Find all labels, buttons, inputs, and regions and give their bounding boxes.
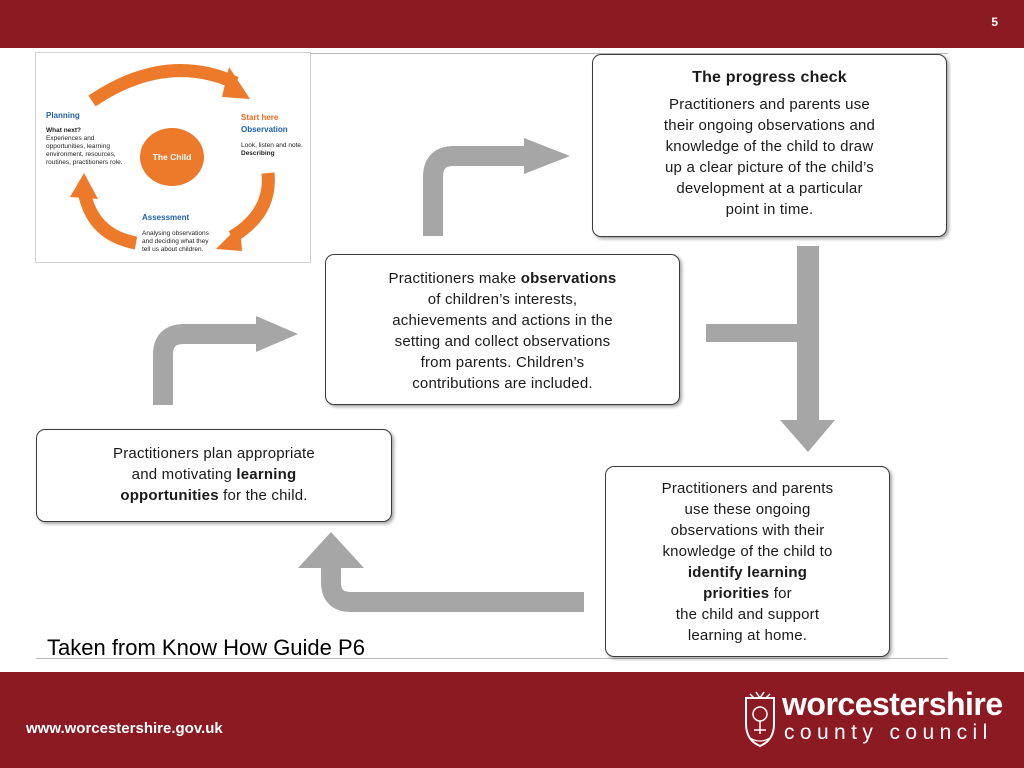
planning-line: Experiences and [46, 135, 95, 142]
source-caption: Taken from Know How Guide P6 [47, 635, 365, 660]
start-here-label: Start here [241, 113, 279, 122]
bottom-rule [36, 658, 948, 659]
plan-line3-suffix: for the child. [218, 487, 308, 504]
planning-line: routines, practitioners role. [46, 159, 123, 166]
council-logo: worcestershire county council [742, 686, 1004, 750]
slide-number: 5 [991, 15, 998, 29]
cycle-arrowhead-right [216, 225, 242, 251]
plan-line: Practitioners plan appropriate [113, 445, 315, 462]
plan-line2-bold: learning [236, 466, 297, 483]
cycle-arrowhead-left [70, 173, 98, 199]
logo-wordmark: worcestershire [782, 686, 1003, 722]
arrow-priorities-to-plan [298, 532, 584, 612]
progress-check-line: point in time. [725, 201, 814, 218]
priorities-line: observations with their [670, 522, 825, 539]
top-rule [36, 53, 948, 54]
observations-line: contributions are included. [412, 375, 593, 392]
observations-line: Practitioners make observations [326, 268, 679, 289]
observation-line: Look, listen and note. [241, 142, 303, 149]
assessment-line: and deciding what they [142, 238, 209, 245]
observations-line: setting and collect observations [394, 333, 611, 350]
priorities-bold1: identify learning [687, 564, 808, 581]
plan-line: opportunities for the child. [37, 485, 391, 506]
priorities-line: the child and support [675, 606, 820, 623]
priorities-box: Practitioners and parents use these ongo… [605, 466, 890, 657]
progress-check-title: The progress check [692, 69, 847, 86]
the-child-circle: The Child [140, 128, 204, 186]
plan-line3-bold: opportunities [120, 487, 219, 504]
arrow-observations-to-progress [423, 138, 570, 236]
priorities-bold2-suffix: for [769, 585, 792, 602]
cycle-arrowhead-top [222, 67, 250, 99]
cycle-graphic: The Child Planning What next? Experience… [35, 52, 311, 263]
planning-line: environment, resources, [46, 151, 116, 158]
footer-band [0, 672, 1024, 768]
assessment-line: Analysing observations [142, 230, 209, 237]
observations-line: achievements and actions in the [392, 312, 613, 329]
planning-title: Planning [46, 111, 80, 120]
plan-line2-prefix: and motivating [131, 466, 237, 483]
progress-check-box: The progress check Practitioners and par… [592, 54, 947, 237]
progress-check-line: Practitioners and parents use [669, 96, 870, 113]
priorities-bold2: priorities [703, 585, 770, 602]
observations-bold: observations [520, 270, 617, 287]
arrow-progress-to-priorities [706, 246, 835, 452]
assessment-title: Assessment [142, 213, 190, 222]
observation-line: Describing [241, 150, 275, 157]
assessment-line: tell us about children. [142, 246, 204, 253]
priorities-line: priorities for [606, 583, 889, 604]
progress-check-line: their ongoing observations and [663, 117, 876, 134]
crest-icon [745, 691, 775, 748]
observations-line: from parents. Children’s [420, 354, 585, 371]
plan-box: Practitioners plan appropriate and motiv… [36, 429, 392, 522]
priorities-line: Practitioners and parents [661, 480, 834, 497]
logo-subtitle: county council [784, 721, 993, 744]
observation-title: Observation [241, 125, 288, 134]
progress-check-line: up a clear picture of the child’s [665, 159, 874, 176]
progress-check-line: development at a particular [676, 180, 863, 197]
cycle-arrows [70, 64, 275, 251]
arrow-plan-to-observations [153, 316, 298, 405]
observations-line: of children’s interests, [427, 291, 578, 308]
plan-line: and motivating learning [37, 464, 391, 485]
website-link[interactable]: www.worcestershire.gov.uk [26, 720, 223, 737]
observations-box: Practitioners make observations of child… [325, 254, 680, 405]
planning-subtitle: What next? [46, 127, 82, 134]
priorities-line: use these ongoing [684, 501, 811, 518]
observations-prefix: Practitioners make [388, 270, 521, 287]
progress-check-line: knowledge of the child to draw [665, 138, 874, 155]
priorities-line: learning at home. [687, 627, 808, 644]
planning-line: opportunities, learning [46, 143, 110, 150]
header-band: 5 [0, 0, 1024, 48]
priorities-line: knowledge of the child to [662, 543, 833, 560]
priorities-line: identify learning [606, 562, 889, 583]
